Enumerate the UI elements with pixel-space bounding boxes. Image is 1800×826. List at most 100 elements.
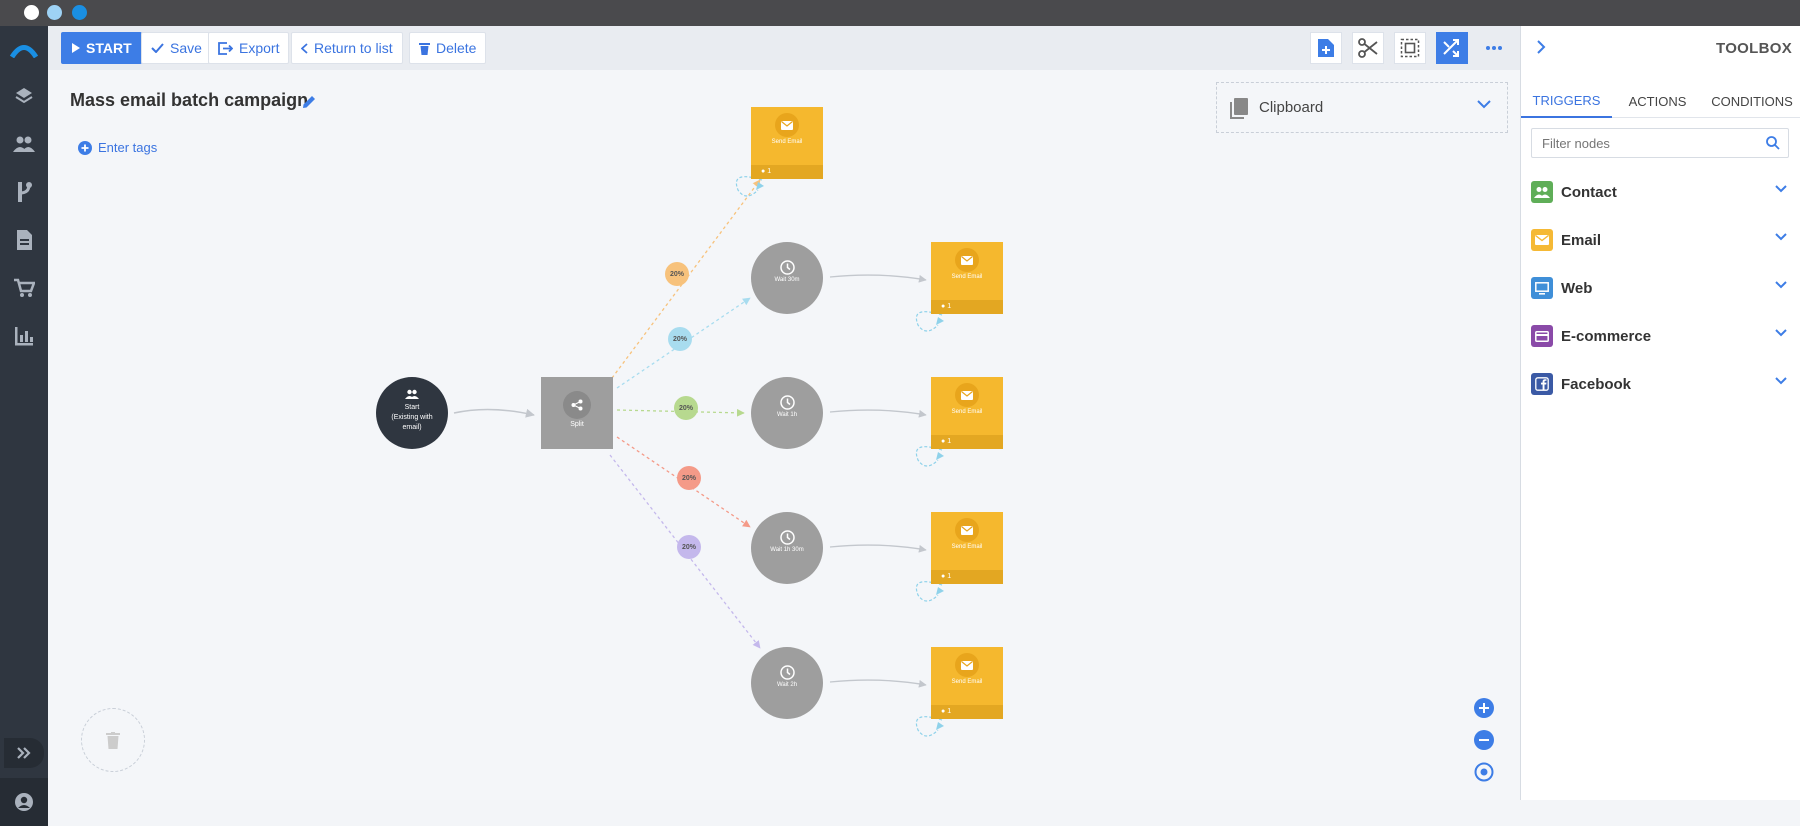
wait-node-label: Wait 1h 30m xyxy=(770,547,804,553)
split-node-label: Split xyxy=(570,421,584,428)
wait-node-4[interactable]: Wait 2h xyxy=(751,647,823,719)
sidebar-item-automation[interactable] xyxy=(0,172,48,212)
target-icon xyxy=(1474,762,1494,782)
select-area-icon xyxy=(1400,38,1420,58)
expand-sidebar-button[interactable] xyxy=(4,738,44,768)
email-node-label: Send Email xyxy=(951,409,983,415)
email-node-icon-badge xyxy=(775,113,799,137)
category-web[interactable]: Web xyxy=(1531,270,1791,306)
category-email[interactable]: Email xyxy=(1531,222,1791,258)
branch-badge-4[interactable]: 20% xyxy=(677,466,701,490)
email-node-3[interactable]: Send Email ● 1 xyxy=(931,377,1003,449)
email-node-5[interactable]: Send Email ● 1 xyxy=(931,647,1003,719)
add-note-button[interactable] xyxy=(1310,32,1342,64)
bar-chart-icon xyxy=(15,327,33,346)
shuffle-icon xyxy=(1443,39,1459,57)
top-toolbar: START Save Export Return to list Delete xyxy=(48,26,1520,70)
envelope-icon xyxy=(961,660,973,670)
email-node-1[interactable]: Send Email ● 1 xyxy=(751,107,823,179)
tab-triggers[interactable]: TRIGGERS xyxy=(1521,84,1612,118)
filter-nodes-input[interactable] xyxy=(1542,135,1752,151)
user-count-icon: ● xyxy=(941,573,946,580)
start-node[interactable]: Start (Existing with email) xyxy=(376,377,448,449)
app-logo[interactable] xyxy=(0,30,48,70)
collapse-toolbox-button[interactable] xyxy=(1537,40,1546,59)
wait-node-1[interactable]: Wait 30m xyxy=(751,242,823,314)
window-maximize-dot[interactable] xyxy=(72,5,87,20)
more-options-button[interactable] xyxy=(1478,32,1510,64)
category-facebook[interactable]: Facebook xyxy=(1531,366,1791,402)
search-icon[interactable] xyxy=(1766,136,1780,150)
start-button[interactable]: START xyxy=(61,32,142,64)
center-view-button[interactable] xyxy=(1474,762,1494,782)
auto-arrange-button[interactable] xyxy=(1436,32,1468,64)
card-icon xyxy=(1531,325,1553,347)
return-button-label: Return to list xyxy=(314,40,393,56)
wait-node-label: Wait 2h xyxy=(776,682,798,688)
tab-actions[interactable]: ACTIONS xyxy=(1628,93,1687,109)
more-horizontal-icon xyxy=(1486,46,1502,50)
people-icon xyxy=(13,136,35,152)
return-to-list-button[interactable]: Return to list xyxy=(291,32,403,64)
user-profile-button[interactable] xyxy=(0,778,48,826)
cart-icon xyxy=(14,278,35,297)
chevron-down-icon[interactable] xyxy=(1477,100,1491,109)
category-ecommerce[interactable]: E-commerce xyxy=(1531,318,1791,354)
wait-node-label: Wait 30m xyxy=(774,277,800,283)
select-area-button[interactable] xyxy=(1394,32,1426,64)
sidebar-item-layers[interactable] xyxy=(0,76,48,116)
email-node-icon-badge xyxy=(955,248,979,272)
trash-icon xyxy=(419,42,430,55)
scissors-icon xyxy=(1358,38,1378,58)
chevron-down-icon xyxy=(1775,233,1787,241)
save-button[interactable]: Save xyxy=(141,32,212,64)
contacts-icon xyxy=(405,389,419,399)
email-node-4[interactable]: Send Email ● 1 xyxy=(931,512,1003,584)
enter-tags-button[interactable]: Enter tags xyxy=(78,140,157,155)
sidebar-item-ecommerce[interactable] xyxy=(0,268,48,308)
window-minimize-dot[interactable] xyxy=(47,5,62,20)
chevron-right-icon xyxy=(1537,40,1546,54)
category-facebook-label: Facebook xyxy=(1561,375,1632,393)
split-node[interactable]: Split xyxy=(541,377,613,449)
enter-tags-label: Enter tags xyxy=(98,140,158,155)
email-node-icon-badge xyxy=(955,383,979,407)
branch-badge-1[interactable]: 20% xyxy=(665,262,689,286)
toolbox-title: TOOLBOX xyxy=(1716,40,1792,57)
sidebar-item-reports[interactable] xyxy=(0,316,48,356)
double-chevron-right-icon xyxy=(17,747,31,759)
clipboard-icon xyxy=(1230,97,1248,119)
email-node-icon-badge xyxy=(955,653,979,677)
wait-node-2[interactable]: Wait 1h xyxy=(751,377,823,449)
user-count-icon: ● xyxy=(941,438,946,445)
clipboard-label: Clipboard xyxy=(1259,99,1324,116)
email-node-count: 1 xyxy=(767,168,772,175)
user-icon xyxy=(15,793,33,811)
cut-button[interactable] xyxy=(1352,32,1384,64)
trash-drop-zone[interactable] xyxy=(81,708,145,772)
chevron-down-icon xyxy=(1775,281,1787,289)
delete-button[interactable]: Delete xyxy=(409,32,487,64)
zoom-in-button[interactable] xyxy=(1474,698,1494,718)
window-close-dot[interactable] xyxy=(24,5,39,20)
category-contact[interactable]: Contact xyxy=(1531,174,1791,210)
export-button[interactable]: Export xyxy=(208,32,290,64)
clipboard-panel[interactable]: Clipboard xyxy=(1216,82,1508,133)
clock-icon xyxy=(779,530,795,545)
zoom-out-button[interactable] xyxy=(1474,730,1494,750)
sidebar-item-contacts[interactable] xyxy=(0,124,48,164)
chevron-down-icon xyxy=(1775,185,1787,193)
email-node-label: Send Email xyxy=(951,544,983,550)
email-node-2[interactable]: Send Email ● 1 xyxy=(931,242,1003,314)
branch-badge-2[interactable]: 20% xyxy=(668,327,692,351)
edit-title-button[interactable] xyxy=(302,94,317,114)
branch-badge-5[interactable]: 20% xyxy=(677,535,701,559)
left-sidebar xyxy=(0,26,48,826)
branch-badge-3[interactable]: 20% xyxy=(674,396,698,420)
delete-button-label: Delete xyxy=(436,40,477,56)
check-icon xyxy=(151,43,164,53)
wait-node-3[interactable]: Wait 1h 30m xyxy=(751,512,823,584)
user-count-icon: ● xyxy=(941,708,946,715)
sidebar-item-documents[interactable] xyxy=(0,220,48,260)
tab-conditions[interactable]: CONDITIONS xyxy=(1711,93,1793,109)
